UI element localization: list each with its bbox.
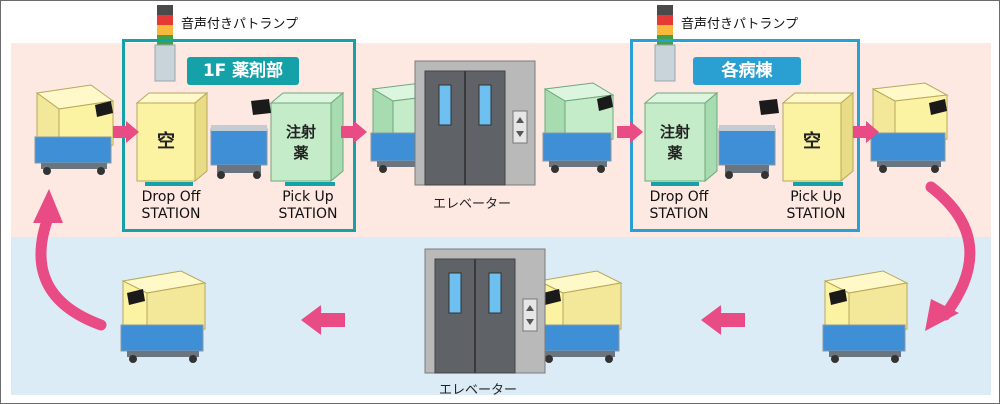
empty-box-icon [135,91,209,183]
pharmacy-drop-box-text: 空 [157,131,175,152]
arrow-right-icon [341,121,367,143]
arrow-left-icon [301,305,345,335]
curved-arrow-up-icon [33,189,107,331]
arrow-right-icon [113,121,139,143]
curved-arrow-down-icon [925,181,976,331]
elevator-icon [424,248,546,374]
arrow-right-icon [617,121,643,143]
arrow-right-icon [853,121,879,143]
pharmacy-station-title: 1F 薬剤部 [187,57,299,85]
robot-empty-box-icon [822,270,909,363]
pharmacy-pick-box-text: 注射 薬 [285,123,316,162]
robot-empty-box-icon [536,270,623,363]
robot-drug-box-icon [542,82,615,173]
ward-drop-label: Drop Off STATION [649,189,709,222]
elevator-label-bottom: エレベーター [439,383,518,398]
patrol-lamp-label-left: 音声付きパトランプ [181,17,299,32]
pharmacy-drop-label: Drop Off STATION [141,189,201,222]
ward-pick-box-text: 空 [803,131,821,152]
ward-drop-bar [651,182,699,186]
robot-empty-box-icon [34,84,115,175]
robot-empty-box-icon [120,270,207,363]
drug-box-icon [269,91,345,183]
ward-drop-box-text: 注射 薬 [659,123,690,162]
station-cart-icon [718,99,779,179]
robot-empty-box-icon [870,82,949,173]
pharmacy-pick-label: Pick Up STATION [278,189,338,222]
elevator-icon [414,60,536,186]
pharmacy-pick-bar [285,182,335,186]
patrol-lamp-label-right: 音声付きパトランプ [681,17,799,32]
ward-pick-label: Pick Up STATION [786,189,846,222]
elevator-label-top: エレベーター [433,197,512,212]
ward-pick-bar [793,182,843,186]
pharmacy-drop-bar [145,182,193,186]
arrow-left-icon [701,305,745,335]
station-cart-icon [210,99,271,179]
drug-box-icon [643,91,719,183]
empty-box-icon [781,91,855,183]
ward-station-title: 各病棟 [693,57,801,85]
